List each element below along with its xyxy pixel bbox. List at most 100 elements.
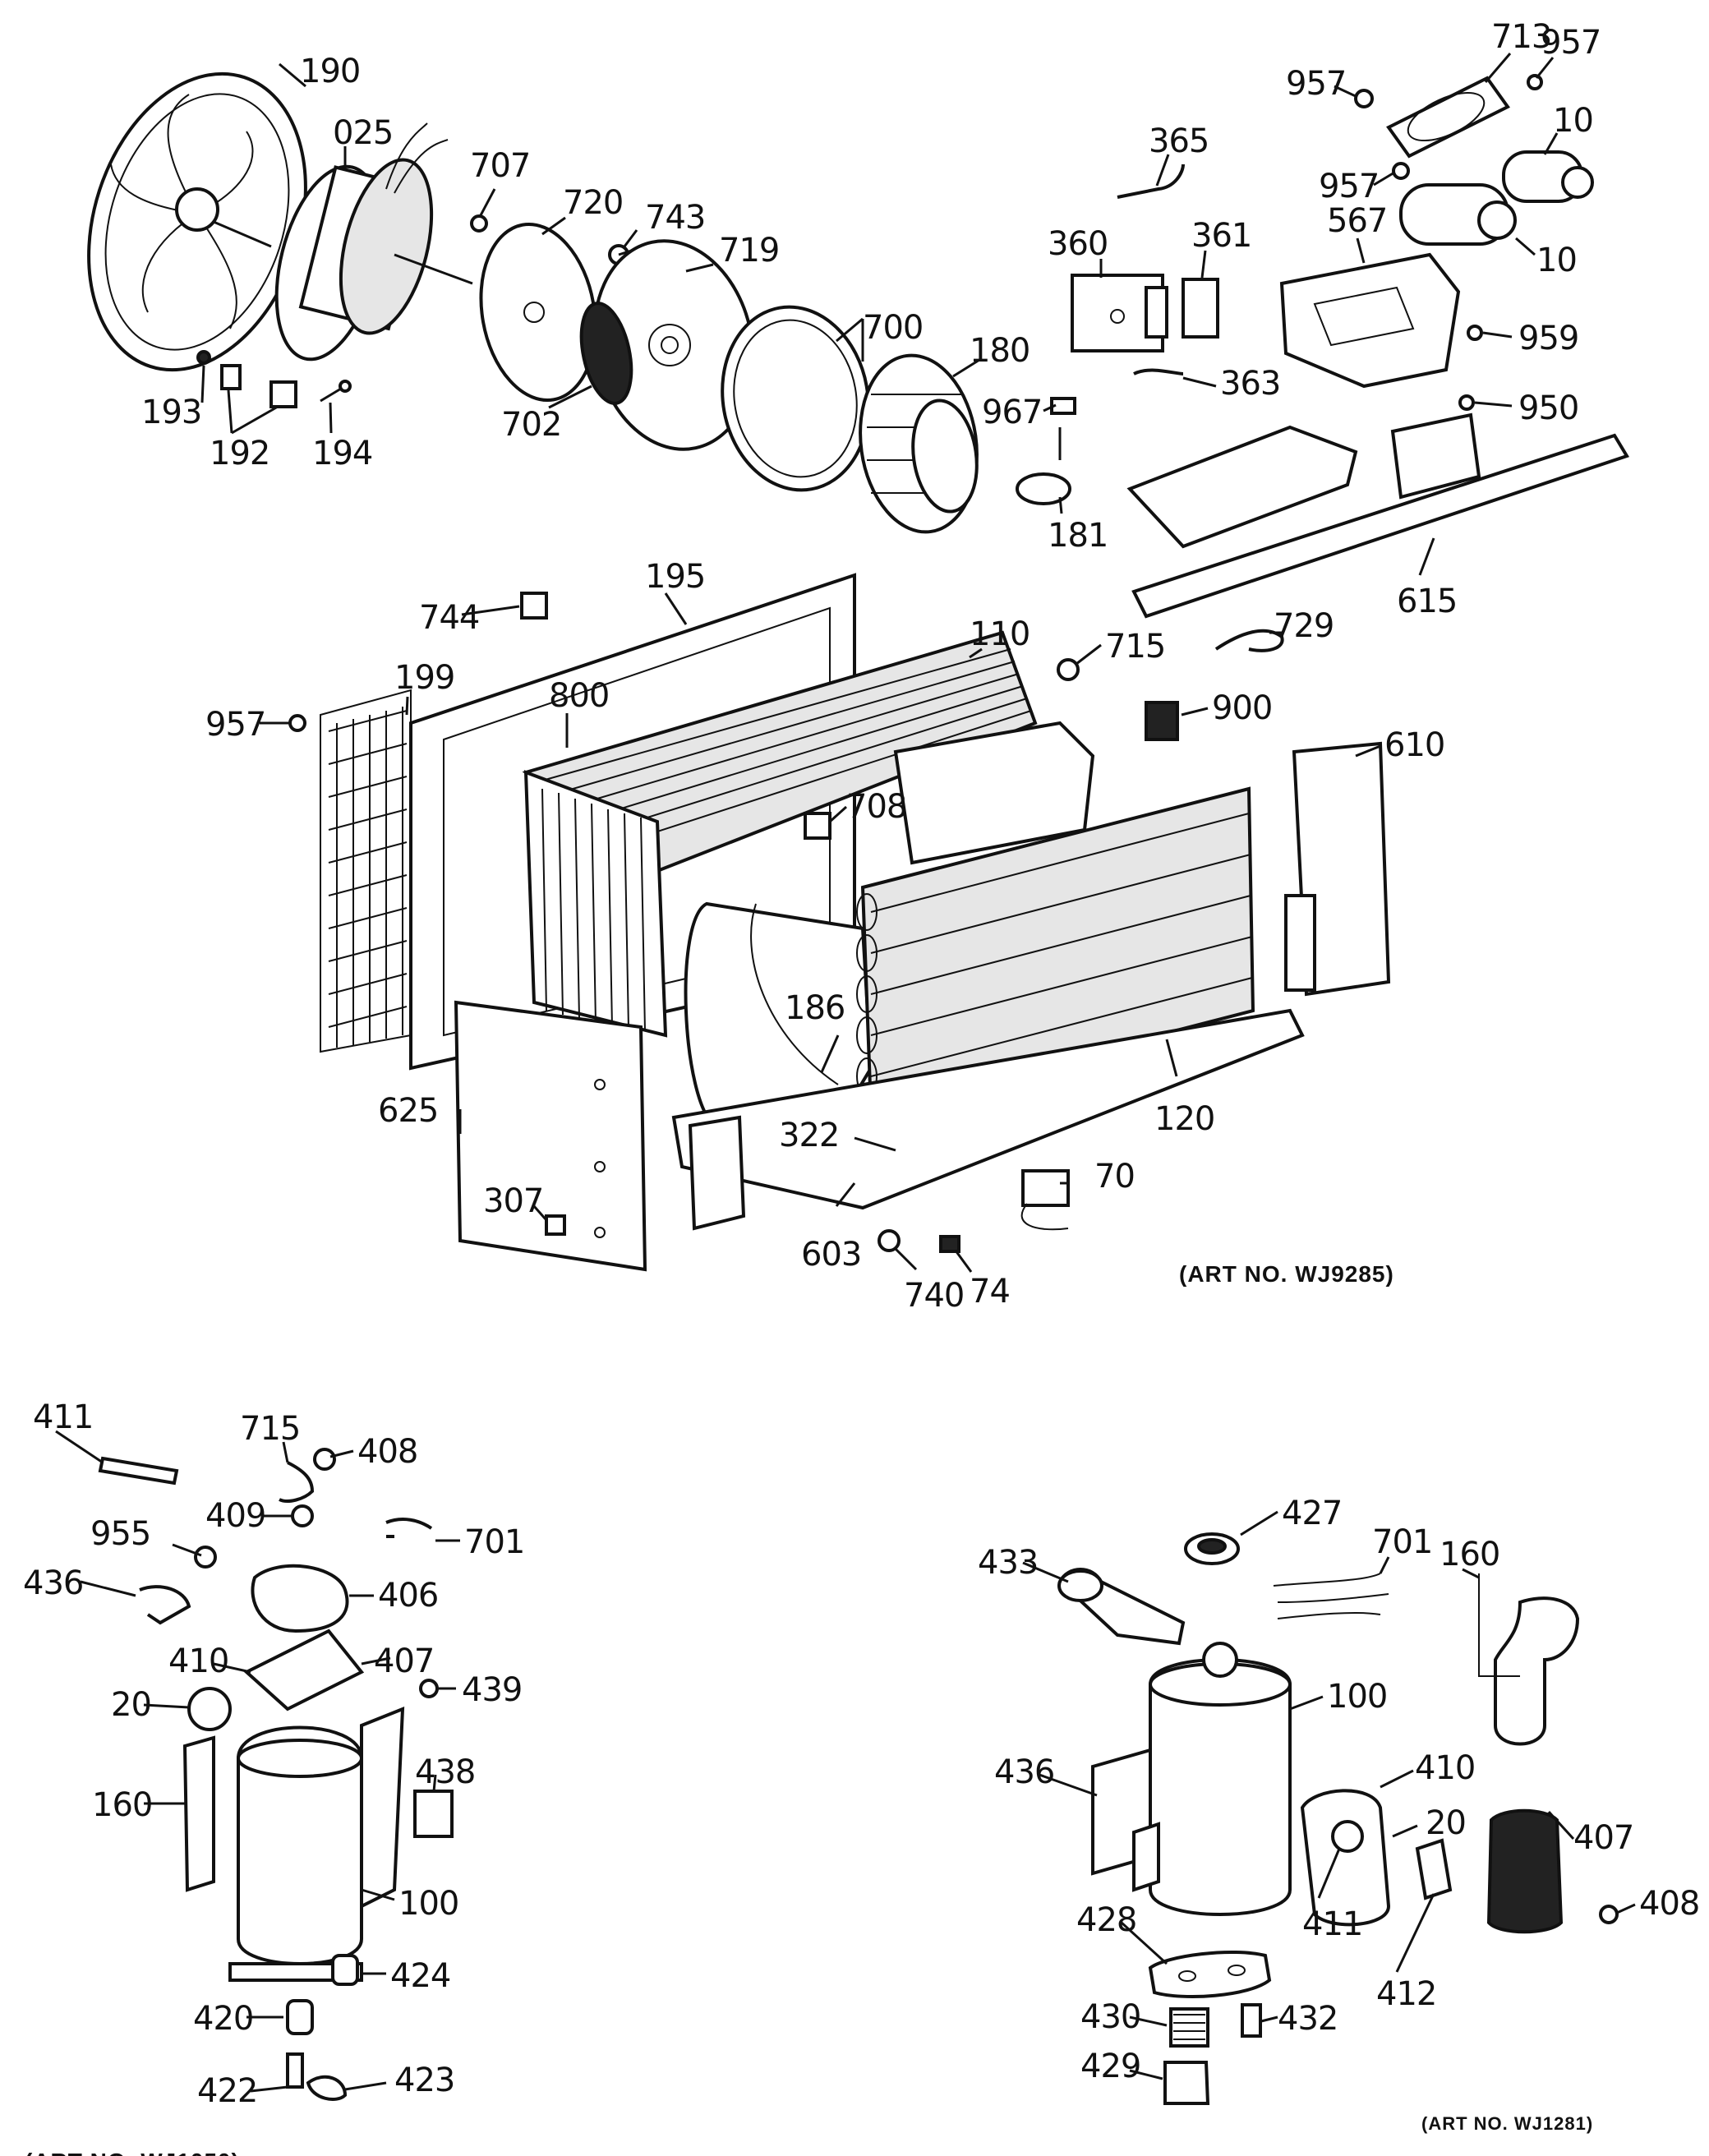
screw-959	[1467, 325, 1483, 341]
art-number-main: (ART NO. WJ9285)	[1179, 1261, 1394, 1287]
label-110: 110	[970, 615, 1030, 653]
label-c420: 420	[193, 2000, 253, 2038]
label-c438: 438	[415, 1753, 475, 1791]
leader-lines-middle	[260, 592, 1381, 1273]
label-192: 192	[210, 435, 269, 472]
label-967: 967	[982, 394, 1042, 431]
part-labels-right-compressor: 427 701 160 433 100 436 410 20 407 428 4…	[978, 1495, 1700, 2134]
label-c422: 422	[197, 2072, 257, 2110]
label-r412: 412	[1376, 1975, 1436, 2013]
retainer-ring-700	[721, 305, 870, 492]
label-r411: 411	[1302, 1905, 1362, 1943]
label-c160: 160	[92, 1786, 152, 1824]
part-labels-top-right: 365 360 361 363 967 181 713 957 957 957 …	[982, 18, 1601, 620]
label-743: 743	[645, 199, 705, 237]
label-957d: 957	[205, 706, 265, 744]
seal-702	[579, 302, 633, 405]
heater-900	[1145, 701, 1179, 741]
screw-957d	[288, 714, 306, 732]
clip-744	[520, 592, 548, 620]
label-702: 702	[501, 406, 561, 444]
screw-957c	[1392, 162, 1410, 180]
label-957c: 957	[1319, 168, 1379, 205]
label-194: 194	[312, 435, 372, 472]
label-957a: 957	[1286, 65, 1346, 103]
label-365: 365	[1149, 122, 1209, 160]
label-c406: 406	[378, 1577, 438, 1615]
side-bracket-610	[1284, 741, 1391, 997]
label-c100: 100	[398, 1885, 458, 1923]
label-199: 199	[394, 659, 454, 697]
label-740: 740	[904, 1277, 964, 1315]
label-715: 715	[1105, 628, 1165, 666]
label-r430: 430	[1080, 1998, 1140, 2036]
fin-block-800	[523, 770, 668, 1038]
label-c20: 20	[111, 1686, 151, 1724]
label-c955: 955	[90, 1515, 150, 1553]
leader-lines-top-left	[200, 62, 980, 435]
leader-lines-top-right	[1043, 53, 1559, 576]
label-625: 625	[378, 1092, 438, 1130]
label-c439: 439	[462, 1671, 522, 1709]
label-c408: 408	[357, 1433, 417, 1471]
label-744: 744	[419, 599, 479, 637]
clip-740	[878, 1229, 901, 1252]
label-r408: 408	[1639, 1885, 1699, 1923]
label-700: 700	[863, 309, 923, 347]
label-615: 615	[1397, 583, 1457, 620]
part-labels-middle: 744 195 110 715 729 199 957 800 900 610 …	[205, 558, 1445, 1315]
label-307: 307	[483, 1182, 543, 1220]
label-c424: 424	[390, 1957, 450, 1995]
art-number-left-compressor: (ART NO. WJ1050)	[25, 2149, 240, 2156]
connector-74	[939, 1235, 960, 1253]
nut-715	[1057, 658, 1080, 681]
label-10a: 10	[1553, 102, 1593, 140]
label-360: 360	[1048, 225, 1108, 263]
label-r427: 427	[1282, 1495, 1342, 1532]
label-950: 950	[1518, 389, 1578, 427]
label-r432: 432	[1278, 2000, 1338, 2038]
bracket-322	[688, 1115, 746, 1231]
screw-957a	[1354, 89, 1374, 108]
label-959: 959	[1518, 320, 1578, 357]
capacitor-bracket-713	[1386, 76, 1510, 159]
label-r20: 20	[1426, 1804, 1466, 1842]
label-193: 193	[141, 394, 201, 431]
label-567: 567	[1327, 202, 1387, 240]
label-190: 190	[300, 53, 360, 90]
label-c715: 715	[240, 1410, 300, 1448]
label-c411: 411	[33, 1398, 93, 1436]
grille-mesh-199	[320, 689, 412, 1053]
label-361: 361	[1191, 217, 1251, 255]
label-r407: 407	[1573, 1819, 1633, 1857]
clip-361	[1182, 278, 1219, 339]
scroll-housing-186	[684, 901, 873, 1153]
label-195: 195	[645, 558, 705, 596]
clip-307	[545, 1214, 566, 1236]
capacitor-10b	[1399, 183, 1517, 246]
label-957b: 957	[1541, 24, 1601, 62]
plug-70	[1020, 1169, 1070, 1231]
label-720: 720	[563, 184, 623, 222]
label-180: 180	[970, 332, 1030, 370]
label-r160: 160	[1440, 1536, 1499, 1573]
label-610: 610	[1384, 726, 1444, 764]
label-c407: 407	[374, 1642, 434, 1680]
bolt-194	[320, 380, 352, 403]
fan-motor-025	[213, 122, 473, 362]
bracket-192	[220, 364, 297, 408]
right-compressor-group	[1057, 1532, 1619, 2105]
screw-957b	[1527, 74, 1543, 90]
wire-365	[1117, 164, 1185, 199]
label-74: 74	[970, 1273, 1010, 1311]
washer-193	[196, 350, 211, 365]
label-r100: 100	[1327, 1678, 1387, 1716]
wire-363	[1133, 368, 1184, 375]
base-pan-603	[671, 1008, 1305, 1210]
base-pan-bracket	[893, 721, 1095, 865]
label-c409: 409	[205, 1497, 265, 1535]
label-025: 025	[333, 114, 393, 152]
leader-lines-right-compressor	[1022, 1510, 1636, 2080]
label-r428: 428	[1076, 1901, 1136, 1939]
